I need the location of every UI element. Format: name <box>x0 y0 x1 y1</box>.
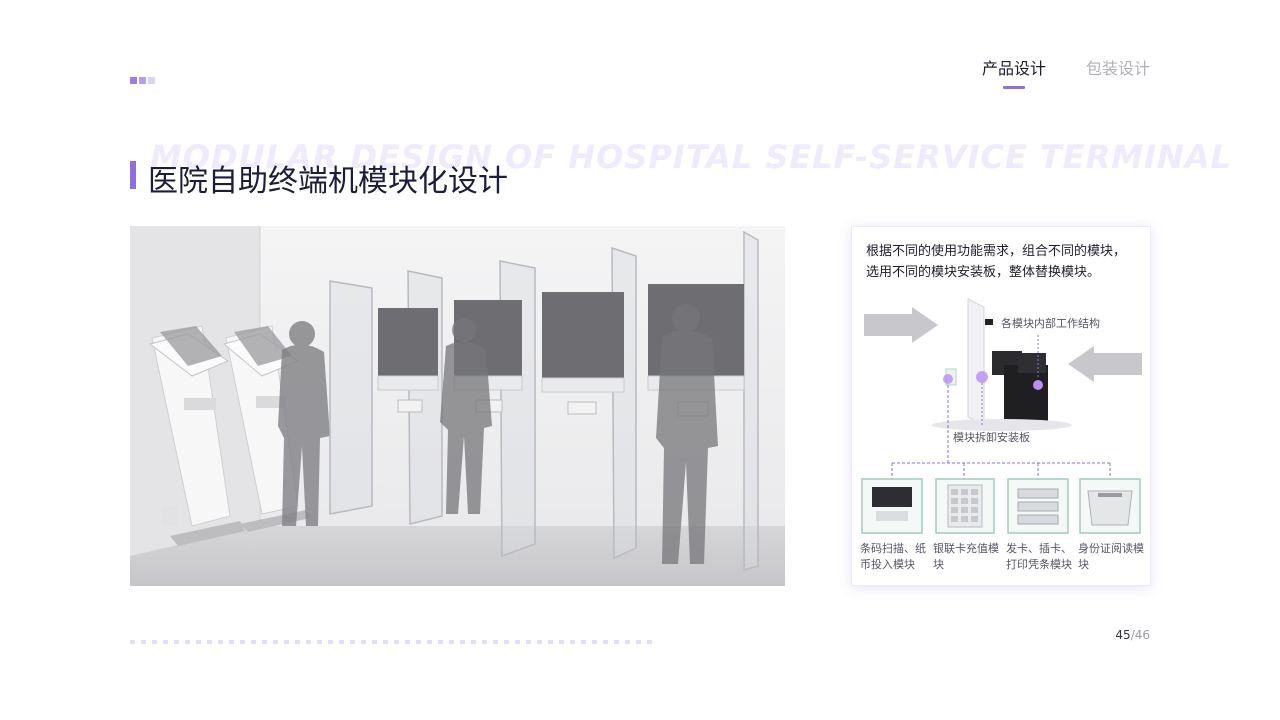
card-description: 根据不同的使用功能需求，组合不同的模块， 选用不同的模块安装板，整体替换模块。 <box>866 241 1146 283</box>
active-tab-indicator <box>1002 86 1025 89</box>
tab-product-design[interactable]: 产品设计 <box>981 55 1046 89</box>
deco-square <box>139 77 146 84</box>
total-pages: /46 <box>1130 628 1150 642</box>
page-number: 45/46 <box>1115 628 1150 642</box>
top-nav: 产品设计 包装设计 <box>981 55 1150 89</box>
tab-packaging-design[interactable]: 包装设计 <box>1086 55 1150 79</box>
module-label: 银联卡充值模块 <box>933 542 999 571</box>
decorative-dotted-line <box>130 640 652 644</box>
description-line: 根据不同的使用功能需求，组合不同的模块， <box>866 244 1127 259</box>
barcode-scanner-icon <box>861 478 923 534</box>
module-explanation-card: 根据不同的使用功能需求，组合不同的模块， 选用不同的模块安装板，整体替换模块。 <box>851 226 1151 586</box>
callout-mounting-board: 模块拆卸安装板 <box>953 431 1030 444</box>
module-label: 发卡、插卡、打印凭条模块 <box>1006 542 1072 571</box>
module-label: 条码扫描、纸币投入模块 <box>860 542 926 571</box>
module-label: 身份证阅读模块 <box>1078 542 1144 571</box>
title-watermark: MODULAR DESIGN OF HOSPITAL SELF-SERVICE … <box>150 138 1232 176</box>
card-printer-icon <box>1007 478 1069 534</box>
deco-square <box>130 77 137 84</box>
id-reader-icon <box>1079 478 1141 534</box>
arrow-right-icon <box>864 307 938 343</box>
keypad-icon <box>935 478 995 534</box>
kiosk-render-image <box>130 226 785 586</box>
callout-internal-structure: 各模块内部工作结构 <box>1001 317 1100 330</box>
tab-label: 产品设计 <box>981 59 1046 78</box>
page-title: 医院自助终端机模块化设计 <box>148 164 508 199</box>
current-page: 45 <box>1115 628 1131 642</box>
tab-label: 包装设计 <box>1085 59 1150 78</box>
deco-square <box>148 77 155 84</box>
module-diagram <box>861 298 1142 534</box>
decorative-squares <box>130 77 155 84</box>
title-accent-bar <box>130 161 136 189</box>
description-line: 选用不同的模块安装板，整体替换模块。 <box>866 265 1101 280</box>
kiosk-render-illustration <box>130 226 785 586</box>
arrow-left-icon <box>1068 346 1142 382</box>
